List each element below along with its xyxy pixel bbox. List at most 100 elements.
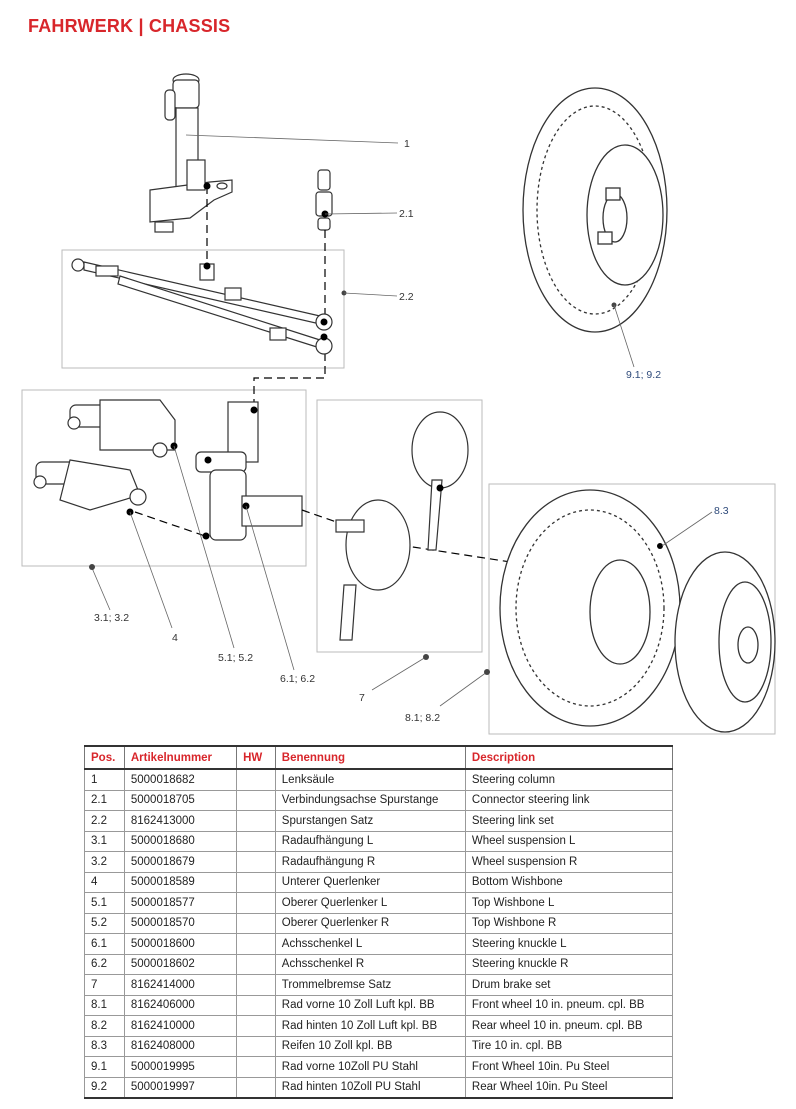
cell-description: Connector steering link [464, 789, 674, 811]
callout-9-1-9-2: 9.1; 9.2 [626, 369, 661, 381]
callout-3-1-3-2: 3.1; 3.2 [94, 612, 129, 624]
callout-8-3: 8.3 [714, 505, 729, 517]
cell-benennung: Achsschenkel R [274, 953, 466, 975]
col-benennung: Benennung [274, 745, 466, 770]
steering-link-set-drawing [71, 258, 333, 355]
cell-hw [236, 953, 276, 975]
wheel-frame [488, 483, 776, 735]
col-hw: HW [236, 745, 276, 770]
cell-article-number: 5000019995 [123, 1056, 238, 1078]
cell-benennung: Unterer Querlenker [274, 871, 466, 893]
cell-article-number: 8162413000 [123, 810, 238, 832]
cell-article-number: 5000018680 [123, 830, 238, 852]
cell-pos: 3.1 [84, 830, 125, 852]
cell-benennung: Rad hinten 10 Zoll Luft kpl. BB [274, 1015, 466, 1037]
suspension-assembly-drawing [33, 399, 303, 541]
cell-pos: 5.2 [84, 912, 125, 934]
brake-frame [316, 399, 483, 653]
cell-description: Front wheel 10 in. pneum. cpl. BB [464, 994, 674, 1016]
cell-description: Tire 10 in. cpl. BB [464, 1035, 674, 1057]
col-article-number: Artikelnummer [123, 745, 238, 770]
cell-description: Wheel suspension R [464, 851, 674, 873]
cell-hw [236, 1056, 276, 1078]
cell-pos: 5.1 [84, 892, 125, 914]
cell-hw [236, 933, 276, 955]
cell-benennung: Achsschenkel L [274, 933, 466, 955]
cell-description: Steering knuckle L [464, 933, 674, 955]
cell-pos: 1 [84, 768, 125, 791]
cell-article-number: 8162408000 [123, 1035, 238, 1057]
pu-steel-wheel-drawing [522, 87, 668, 333]
col-description: Description [464, 745, 674, 770]
cell-benennung: Lenksäule [274, 768, 466, 791]
steering-column-drawing [149, 73, 233, 233]
cell-hw [236, 851, 276, 873]
cell-description: Drum brake set [464, 974, 674, 996]
cell-pos: 6.1 [84, 933, 125, 955]
cell-description: Steering knuckle R [464, 953, 674, 975]
cell-benennung: Spurstangen Satz [274, 810, 466, 832]
cell-pos: 2.1 [84, 789, 125, 811]
cell-article-number: 8162410000 [123, 1015, 238, 1037]
cell-hw [236, 830, 276, 852]
cell-pos: 6.2 [84, 953, 125, 975]
cell-pos: 4 [84, 871, 125, 893]
suspension-frame [21, 389, 307, 567]
cell-hw [236, 912, 276, 934]
cell-description: Steering link set [464, 810, 674, 832]
cell-article-number: 5000018679 [123, 851, 238, 873]
cell-hw [236, 871, 276, 893]
cell-benennung: Radaufhängung R [274, 851, 466, 873]
cell-pos: 8.1 [84, 994, 125, 1016]
cell-description: Rear Wheel 10in. Pu Steel [464, 1076, 674, 1099]
cell-article-number: 8162406000 [123, 994, 238, 1016]
cell-description: Rear wheel 10 in. pneum. cpl. BB [464, 1015, 674, 1037]
cell-benennung: Reifen 10 Zoll kpl. BB [274, 1035, 466, 1057]
cell-article-number: 5000018589 [123, 871, 238, 893]
cell-description: Wheel suspension L [464, 830, 674, 852]
drum-brake-drawing [335, 411, 469, 641]
steering-link-frame [61, 249, 345, 369]
col-pos: Pos. [84, 745, 125, 770]
cell-benennung: Trommelbremse Satz [274, 974, 466, 996]
cell-article-number: 5000018570 [123, 912, 238, 934]
cell-hw [236, 810, 276, 832]
cell-hw [236, 994, 276, 1016]
callout-1: 1 [404, 138, 410, 150]
cell-pos: 8.2 [84, 1015, 125, 1037]
cell-description: Bottom Wishbone [464, 871, 674, 893]
cell-benennung: Oberer Querlenker L [274, 892, 466, 914]
cell-article-number: 5000018602 [123, 953, 238, 975]
pneumatic-wheel-drawing [499, 489, 776, 733]
cell-pos: 7 [84, 974, 125, 996]
cell-benennung: Rad hinten 10Zoll PU Stahl [274, 1076, 466, 1099]
cell-hw [236, 768, 276, 791]
cell-pos: 8.3 [84, 1035, 125, 1057]
cell-pos: 9.2 [84, 1076, 125, 1099]
cell-article-number: 8162414000 [123, 974, 238, 996]
cell-description: Top Wishbone R [464, 912, 674, 934]
cell-benennung: Oberer Querlenker R [274, 912, 466, 934]
callout-8-1-8-2: 8.1; 8.2 [405, 712, 440, 724]
cell-benennung: Rad vorne 10Zoll PU Stahl [274, 1056, 466, 1078]
callout-5-1-5-2: 5.1; 5.2 [218, 652, 253, 664]
cell-article-number: 5000018682 [123, 768, 238, 791]
page-title: FAHRWERK | CHASSIS [28, 16, 231, 36]
cell-benennung: Rad vorne 10 Zoll Luft kpl. BB [274, 994, 466, 1016]
table-header-row: Pos. Artikelnummer HW Benennung Descript… [84, 745, 674, 770]
cell-pos: 2.2 [84, 810, 125, 832]
cell-article-number: 5000018600 [123, 933, 238, 955]
cell-article-number: 5000018705 [123, 789, 238, 811]
exploded-parts-diagram: 1 2.1 2.2 3.1; 3.2 4 5.1; 5.2 6.1; 6.2 7… [0, 50, 796, 740]
cell-description: Front Wheel 10in. Pu Steel [464, 1056, 674, 1078]
